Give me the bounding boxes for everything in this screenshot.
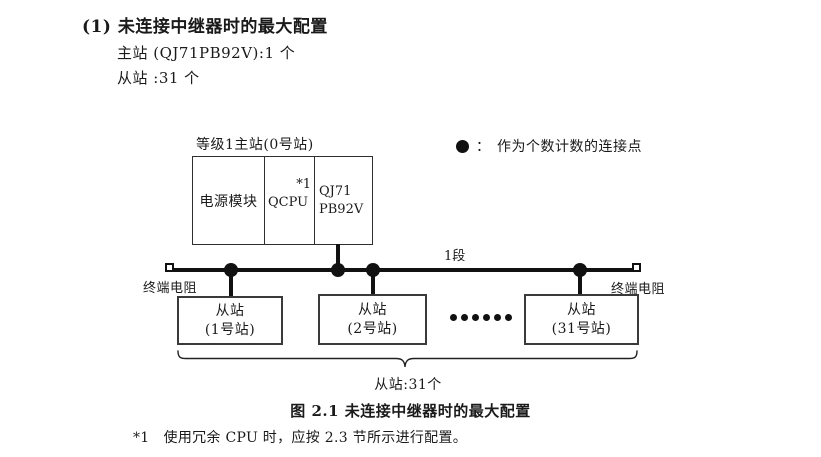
connection-point-dot <box>331 263 345 277</box>
footnote-text: 使用冗余 CPU 时，应按 2.3 节所示进行配置。 <box>163 430 468 446</box>
terminator-square-left <box>165 263 174 272</box>
slave2-drop-line <box>371 270 375 296</box>
pb92v-label-line2: PB92V <box>319 201 364 217</box>
slave-label-line1: 从站 <box>358 301 387 318</box>
terminator-label-left: 终端电阻 <box>143 281 198 296</box>
connection-point-dot <box>573 263 587 277</box>
slave-station-box: 从站 (1号站) <box>177 296 283 345</box>
cpu-label: QCPU <box>268 195 309 210</box>
brace-icon <box>177 350 638 368</box>
terminator-square-right <box>632 263 641 272</box>
slave-label-line1: 从站 <box>567 301 596 318</box>
master-station-box: 电源模块 *1 QCPU QJ71 PB92V <box>192 156 373 245</box>
legend-label: 作为个数计数的连接点 <box>497 139 642 155</box>
slave1-drop-line <box>229 270 233 297</box>
slave-label-line2: (31号站) <box>551 320 612 337</box>
slave-label-line1: 从站 <box>215 302 245 319</box>
slave-total-label: 从站:31个 <box>374 377 442 393</box>
slave3-drop-line <box>578 270 582 296</box>
legend: ： 作为个数计数的连接点 <box>456 136 642 156</box>
slave-label-line2: (2号站) <box>347 320 398 337</box>
slave-station-box: 从站 (2号站) <box>318 294 427 345</box>
figure-caption: 图 2.1 未连接中继器时的最大配置 <box>290 402 531 420</box>
cpu-cell: *1 QCPU <box>265 157 315 244</box>
footnote: *1 使用冗余 CPU 时，应按 2.3 节所示进行配置。 <box>133 427 467 447</box>
master-drop-line <box>336 244 340 270</box>
cpu-footnote-marker: *1 <box>296 177 311 192</box>
slave-station-box: 从站 (31号站) <box>524 294 639 345</box>
connection-point-icon <box>456 139 469 153</box>
slave-label-line2: (1号站) <box>204 321 256 338</box>
connection-point-dot <box>224 263 238 277</box>
master-station-label: 等级1主站(0号站) <box>196 137 314 153</box>
ellipsis-dots-icon <box>450 314 512 321</box>
connection-point-dot <box>366 263 380 277</box>
slave-count-line: 从站 :31 个 <box>117 69 200 87</box>
bus-line <box>171 268 640 272</box>
pb92v-label-line1: QJ71 <box>319 183 352 199</box>
power-module-cell: 电源模块 <box>193 157 265 244</box>
pb92v-cell: QJ71 PB92V <box>315 157 372 244</box>
segment-label: 1段 <box>444 249 466 264</box>
section-heading: (1) 未连接中继器时的最大配置 <box>82 17 328 37</box>
legend-separator: ： <box>476 139 490 155</box>
terminator-label-right: 终端电阻 <box>611 282 666 297</box>
footnote-marker: *1 <box>133 430 150 446</box>
master-count-line: 主站 (QJ71PB92V):1 个 <box>117 44 296 62</box>
